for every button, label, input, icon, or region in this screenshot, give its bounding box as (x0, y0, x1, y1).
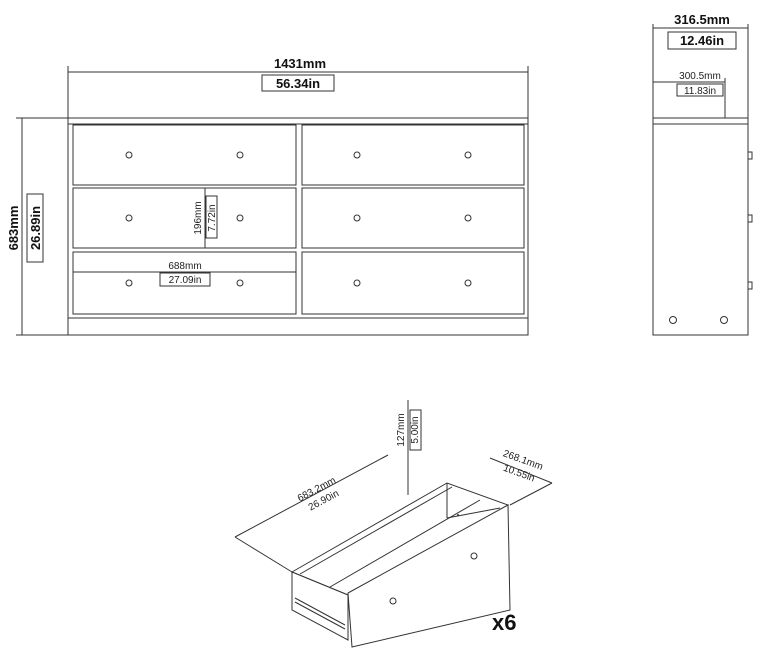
inner-depth-dimension: 300.5mm 11.83in (653, 71, 726, 118)
knob-icon (464, 151, 472, 159)
depth-mm-label: 316.5mm (674, 12, 730, 27)
drawer-width-mm-label: 688mm (168, 261, 201, 272)
dresser-side (652, 117, 749, 336)
knob-icon (236, 151, 244, 159)
drawer-width-dimension: 688mm 27.09in (73, 261, 296, 287)
depth-dimension: 316.5mm 12.46in (652, 12, 749, 118)
foot-icon (669, 316, 677, 324)
depth-in-label: 12.46in (680, 33, 724, 48)
width-in-label: 56.34in (276, 76, 320, 91)
drawer-iso-height-mm-label: 127mm (396, 413, 407, 446)
drawer-front (72, 251, 297, 315)
front-view: 1431mm 56.34in 683mm 26.89in 196mm 7.72i… (6, 56, 529, 336)
quantity-label: x6 (492, 610, 516, 635)
drawer-depth-dimension: 268.1mm 10.55in (489, 448, 553, 506)
drawer-front (301, 187, 525, 249)
width-dimension: 1431mm 56.34in (67, 56, 529, 118)
drawer-front (301, 124, 525, 186)
drawer-front (72, 124, 297, 186)
height-in-label: 26.89in (28, 206, 43, 250)
drawer-fronts (72, 124, 525, 315)
drawer-front (301, 251, 525, 315)
height-dimension: 683mm 26.89in (6, 117, 68, 336)
drawer-front-panel (347, 504, 511, 648)
drawer-view: 683.2mm 26.90in 127mm 5.00in 268.1mm 10.… (234, 400, 553, 648)
knob-icon (236, 214, 244, 222)
drawer-height-mm-label: 196mm (193, 201, 204, 234)
width-mm-label: 1431mm (274, 56, 326, 71)
drawer-front (72, 187, 297, 249)
height-mm-label: 683mm (6, 206, 21, 251)
inner-depth-mm-label: 300.5mm (679, 71, 721, 82)
knob-icon (125, 151, 133, 159)
knob-icon (353, 214, 361, 222)
knob-icon (353, 279, 361, 287)
knob-icon (125, 279, 133, 287)
drawer-iso-height-in-label: 5.00in (410, 416, 421, 443)
knob-icon (747, 214, 753, 223)
knob-icon (236, 279, 244, 287)
drawer-knobs (125, 151, 472, 287)
knob-icon (353, 151, 361, 159)
knob-icon (470, 552, 478, 560)
side-view: 316.5mm 12.46in 300.5mm 11.83in (652, 12, 753, 336)
knob-icon (747, 151, 753, 160)
knob-icon (389, 597, 397, 605)
drawer-width-in-label: 27.09in (169, 275, 202, 286)
knob-icon (747, 281, 753, 290)
knob-icon (125, 214, 133, 222)
knob-icon (464, 214, 472, 222)
inner-depth-in-label: 11.83in (684, 86, 716, 97)
drawer-height-in-label: 7.72in (207, 204, 218, 231)
foot-icon (720, 316, 728, 324)
drawer-height-dimension-iso: 127mm 5.00in (396, 400, 422, 495)
drawer-height-dimension: 196mm 7.72in (193, 188, 218, 248)
knob-icon (464, 279, 472, 287)
